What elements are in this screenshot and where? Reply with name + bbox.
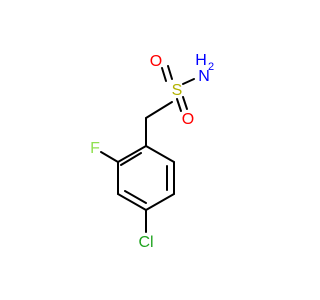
molecule-diagram: S O O H 2 N F Cl xyxy=(90,52,214,251)
bond-c3-c4-inner xyxy=(124,190,147,204)
atom-cl: Cl xyxy=(138,234,153,251)
atom-f: F xyxy=(90,140,100,157)
atom-labels: S O O H 2 N F Cl xyxy=(90,52,214,251)
bond-c4-c5 xyxy=(145,193,175,211)
atom-o-top: O xyxy=(150,53,162,70)
bond-s-o1-a xyxy=(161,67,167,82)
bond-s-o2-a xyxy=(176,98,182,112)
bond-s-n xyxy=(182,78,195,85)
bond-c3-c4 xyxy=(117,193,147,211)
bond-c6-c1 xyxy=(145,145,175,163)
atom-h-count: 2 xyxy=(208,61,214,73)
atom-h: H xyxy=(195,52,207,69)
atom-o-bottom: O xyxy=(182,111,194,128)
bond-s-o1-b xyxy=(167,65,173,80)
bond-s-o2-b xyxy=(182,96,188,110)
bonds xyxy=(100,65,195,233)
atom-n: N xyxy=(198,68,210,85)
bond-ch2-s xyxy=(145,101,173,119)
bond-c1-c2 xyxy=(117,145,147,163)
bond-c2-f xyxy=(100,151,119,163)
bond-c1-c2-inner xyxy=(120,152,142,166)
atom-s: S xyxy=(172,82,183,99)
